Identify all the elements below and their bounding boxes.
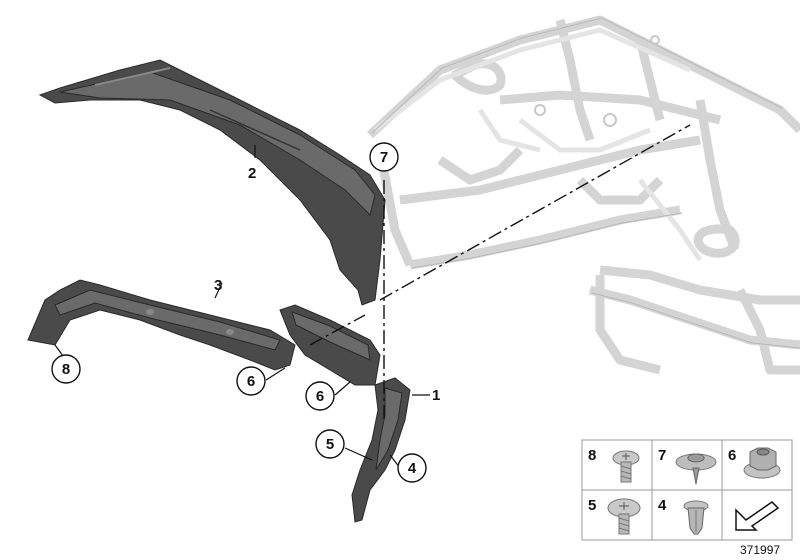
torx-pan-screw-icon xyxy=(607,498,641,535)
solid-leaders xyxy=(54,145,430,469)
callout-2: 2 xyxy=(248,165,256,182)
torx-screw-icon xyxy=(612,450,640,483)
callout-3: 3 xyxy=(214,277,222,294)
part-1-vertical-cover xyxy=(351,377,411,523)
part-2-upper-cover xyxy=(38,59,386,306)
callout-5-circle xyxy=(315,429,345,459)
callout-4-circle xyxy=(397,453,427,483)
flat-washer-nut-icon xyxy=(675,453,717,485)
callout-6a-circle xyxy=(236,366,266,396)
legend-num-7: 7 xyxy=(658,447,666,464)
expansion-rivet-icon xyxy=(683,500,709,535)
legend-num-6: 6 xyxy=(728,447,736,464)
reference-number: 371997 xyxy=(740,543,780,557)
body-frame xyxy=(366,15,800,375)
legend-num-4: 4 xyxy=(658,497,667,514)
legend-num-5: 5 xyxy=(588,497,596,514)
hex-flange-nut-icon xyxy=(743,447,781,479)
callout-6b: 6 xyxy=(316,388,324,405)
legend-num-8: 8 xyxy=(588,447,596,464)
fastener-legend: 8 7 6 5 4 xyxy=(581,439,793,557)
dashed-leaders xyxy=(309,124,691,420)
callout-7-circle xyxy=(369,142,399,172)
callout-6b-circle xyxy=(305,381,335,411)
direction-arrow-icon xyxy=(735,501,780,531)
part-3-lower-cover xyxy=(27,279,296,371)
callout-7: 7 xyxy=(380,149,388,166)
callout-8: 8 xyxy=(62,361,70,378)
callout-4: 4 xyxy=(408,460,417,477)
callout-5: 5 xyxy=(326,436,334,453)
callout-1: 1 xyxy=(432,387,440,404)
callout-8-circle xyxy=(51,354,81,384)
callout-6a: 6 xyxy=(247,373,255,390)
callouts: 2 3 1 7 8 6 6 5 4 xyxy=(51,142,440,483)
